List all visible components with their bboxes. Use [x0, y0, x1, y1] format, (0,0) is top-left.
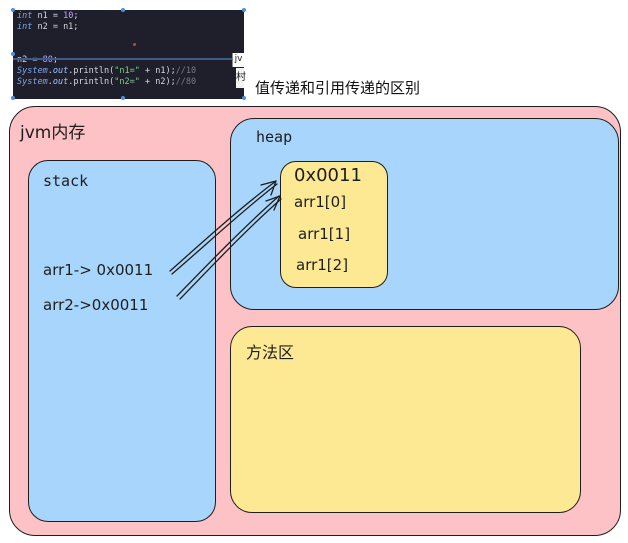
- stack-box: [28, 160, 216, 522]
- code-token: out: [52, 77, 69, 87]
- resize-handle[interactable]: [11, 8, 15, 12]
- caption: 值传递和引用传递的区别: [255, 79, 421, 97]
- code-token: 80: [42, 55, 53, 65]
- code-line: int n1 = 10;: [17, 11, 240, 22]
- code-token: out: [52, 66, 69, 76]
- code-token: //80: [175, 77, 197, 87]
- code-token: "n2=": [114, 77, 140, 87]
- array-element-0: arr1[0]: [294, 193, 347, 211]
- resize-handle[interactable]: [11, 96, 15, 100]
- code-line: int n2 = n1;: [17, 22, 240, 33]
- cursor-dot: [133, 43, 136, 46]
- code-line: System.out.println("n2=" + n2);//80: [17, 77, 240, 88]
- code-token: n1 =: [32, 11, 64, 21]
- code-token: .: [47, 77, 53, 87]
- code-token: int: [17, 22, 33, 32]
- resize-handle[interactable]: [242, 96, 246, 100]
- code-token: 10: [63, 11, 74, 21]
- array-element-2: arr1[2]: [296, 256, 349, 274]
- code-tab: jv: [232, 53, 244, 67]
- resize-handle[interactable]: [11, 52, 15, 56]
- code-token: n2 =: [17, 55, 43, 65]
- stack-row-arr1: arr1-> 0x0011: [43, 261, 154, 279]
- code-token: ;: [52, 55, 58, 65]
- code-snippet: int n1 = 10;int n2 = n1;n2 = 80;System.o…: [13, 10, 244, 99]
- code-token: System: [17, 77, 48, 87]
- resize-handle[interactable]: [242, 8, 246, 12]
- heap-label: heap: [256, 128, 293, 146]
- code-token: "n1=": [114, 66, 140, 76]
- code-token: .println(: [68, 66, 115, 76]
- method-area-label: 方法区: [246, 343, 295, 362]
- stack-row-arr2: arr2->0x0011: [43, 296, 149, 314]
- code-token: + n1);: [139, 66, 176, 76]
- code-tab-glyph: 村: [236, 68, 246, 88]
- code-token: + n2);: [139, 77, 176, 87]
- code-lines: int n1 = 10;int n2 = n1;n2 = 80;System.o…: [17, 11, 240, 88]
- code-token: System: [17, 66, 48, 76]
- resize-handle[interactable]: [121, 96, 125, 100]
- jvm-memory-label: jvm内存: [20, 123, 86, 143]
- array-address: 0x0011: [294, 165, 362, 186]
- code-token: //10: [175, 66, 197, 76]
- array-element-1: arr1[1]: [298, 225, 351, 243]
- code-token: .println(: [68, 77, 115, 87]
- code-token: ;: [73, 11, 79, 21]
- selection-divider: [13, 58, 244, 60]
- code-line: [17, 33, 240, 44]
- method-area-box: [230, 326, 581, 513]
- code-line: System.out.println("n1=" + n1);//10: [17, 66, 240, 77]
- code-token: int: [17, 11, 33, 21]
- code-line: n2 = 80;: [17, 55, 240, 66]
- stack-label: stack: [43, 172, 89, 190]
- code-line: [17, 44, 240, 55]
- code-token: .: [47, 66, 53, 76]
- resize-handle[interactable]: [121, 8, 125, 12]
- code-token: n2 = n1;: [32, 22, 79, 32]
